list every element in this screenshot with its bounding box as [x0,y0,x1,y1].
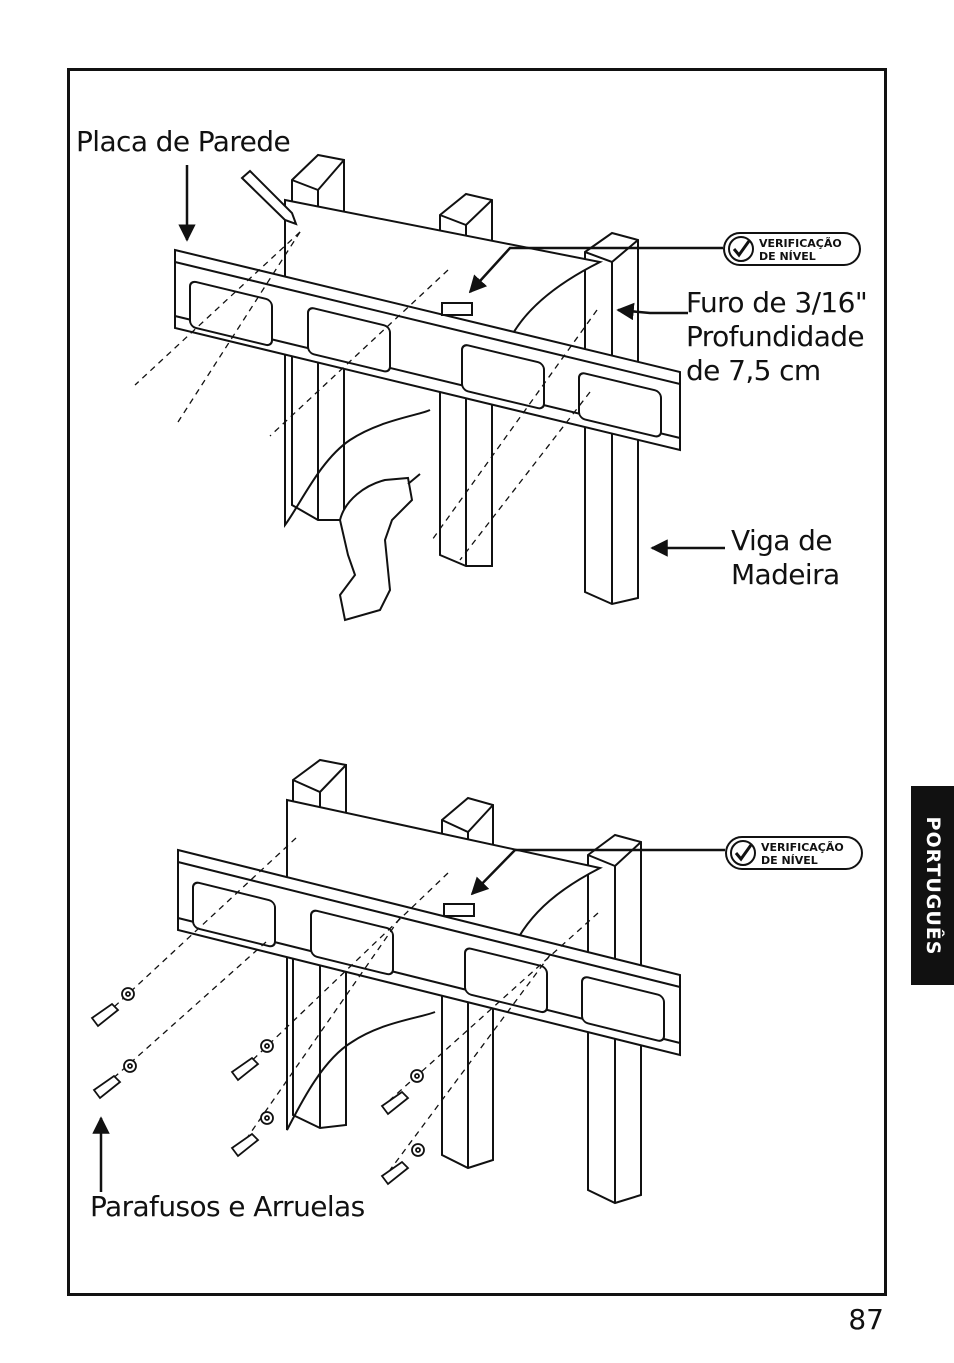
wall-plate-2 [177,848,681,1057]
screws-and-washers [90,987,425,1186]
figure1-guide-lines [134,231,598,561]
screw-icon [90,1002,120,1028]
bubble-level-2 [443,903,475,917]
pencil-icon [240,169,298,226]
washer-icon [260,1039,274,1053]
figure1-arrows [178,165,725,557]
page-number: 87 [848,1303,884,1336]
figure2-drawing [177,758,681,1205]
label-wood-stud: Viga de Madeira [731,524,840,592]
language-tab: PORTUGUÊS [911,786,954,985]
screw-icon [380,1160,410,1186]
level-check-badge-2: VERIFICAÇÃO DE NÍVEL [725,836,863,870]
figure2-guide-lines [99,837,599,1171]
wall-plate [174,248,681,452]
label-screws-washers: Parafusos e Arruelas [90,1190,365,1223]
drill-icon [338,473,421,622]
screw-icon [230,1132,260,1158]
label-hole-line2: Profundidade [686,320,865,353]
label-stud-line2: Madeira [731,558,840,591]
washer-icon [410,1069,424,1083]
badge-line1: VERIFICAÇÃO [759,237,842,250]
figure-frame [67,68,887,1296]
bubble-level [441,302,473,316]
check-icon [730,840,756,866]
label-hole-line3: de 7,5 cm [686,354,821,387]
check-icon [728,236,754,262]
washer-icon [411,1143,425,1157]
screw-icon [92,1074,122,1100]
badge-line1: VERIFICAÇÃO [761,841,844,854]
washer-icon [123,1059,137,1073]
screw-icon [230,1056,260,1082]
figure2-arrows [92,848,725,1192]
washer-icon [260,1111,274,1125]
language-tab-label: PORTUGUÊS [921,816,944,955]
label-wall-plate: Placa de Parede [76,125,291,158]
washer-icon [121,987,135,1001]
badge-line2: DE NÍVEL [761,854,818,867]
label-hole-line1: Furo de 3/16" [686,286,868,319]
level-check-badge: VERIFICAÇÃO DE NÍVEL [723,232,861,266]
screw-icon [380,1090,410,1116]
label-stud-line1: Viga de [731,524,833,557]
label-hole-depth: Furo de 3/16" Profundidade de 7,5 cm [686,286,868,388]
figure1-drawing [174,153,681,606]
badge-line2: DE NÍVEL [759,250,816,263]
